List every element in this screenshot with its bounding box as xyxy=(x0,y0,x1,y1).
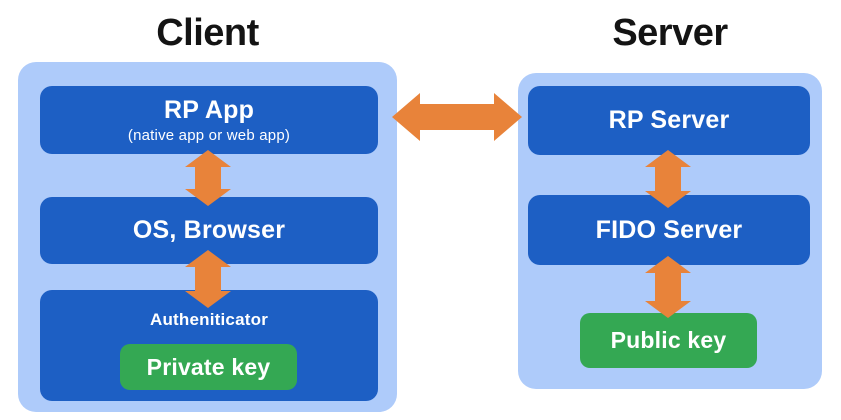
server-title: Server xyxy=(612,12,728,54)
rp-app-label: RP App xyxy=(163,95,255,124)
authenticator-label: Autheniticator xyxy=(149,310,269,329)
arrow-rpserver-fidoserver-icon xyxy=(645,150,691,208)
client-title: Client xyxy=(156,12,259,54)
arrow-client-server-icon xyxy=(392,93,522,141)
public-key-label: Public key xyxy=(610,327,727,353)
rp-app-box: RP App (native app or web app) xyxy=(40,86,378,154)
client-panel: RP App (native app or web app) OS, Brows… xyxy=(18,62,397,412)
authenticator-box: Autheniticator Private key xyxy=(40,290,378,401)
os-browser-label: OS, Browser xyxy=(132,216,286,245)
fido-server-label: FIDO Server xyxy=(595,215,743,244)
private-key-box: Private key xyxy=(120,344,297,390)
rp-app-sublabel: (native app or web app) xyxy=(127,127,291,145)
rp-server-box: RP Server xyxy=(528,86,810,155)
public-key-box: Public key xyxy=(580,313,757,368)
rp-server-label: RP Server xyxy=(608,106,730,135)
server-panel: RP Server FIDO Server Public key xyxy=(518,73,822,389)
arrow-osbrowser-authenticator-icon xyxy=(185,250,231,308)
arrow-rpapp-osbrowser-icon xyxy=(185,150,231,206)
private-key-label: Private key xyxy=(146,353,271,380)
arrow-fidoserver-publickey-icon xyxy=(645,256,691,318)
